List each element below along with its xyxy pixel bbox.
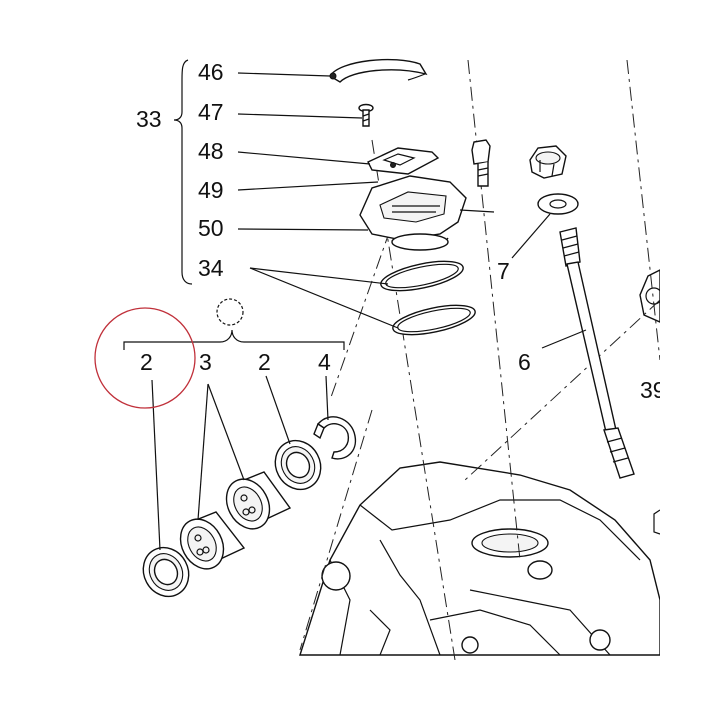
- leader-lines: [151, 72, 587, 551]
- group-33-brace: [173, 59, 193, 285]
- kit-1-bracket: [123, 329, 345, 350]
- part-47-screw: [358, 103, 374, 127]
- bottom-margin: [0, 660, 720, 720]
- crankcase-housing: [299, 461, 661, 656]
- callout-47: 47: [198, 99, 224, 125]
- callout-33: 33: [136, 106, 162, 132]
- callout-46: 46: [198, 59, 224, 85]
- callout-48: 48: [198, 138, 224, 164]
- right-margin: [660, 0, 720, 720]
- nut: [529, 145, 567, 179]
- highlight-circle: [94, 307, 196, 409]
- part-48-plate: [367, 147, 440, 175]
- part-3-bearing-left: [179, 511, 246, 570]
- part-6-stud: [559, 227, 635, 479]
- circled-kit-number: [216, 298, 244, 326]
- part-4-circlip: [313, 416, 357, 460]
- part-3-bearing-right: [225, 471, 292, 530]
- part-49-50-sensor-assembly: [359, 175, 495, 251]
- callout-7: 7: [497, 258, 510, 284]
- callout-34: 34: [198, 255, 224, 281]
- part-34-o-rings: [380, 260, 476, 336]
- part-46-circlip: [329, 58, 428, 83]
- part-7-washer: [537, 193, 579, 215]
- callout-4: 4: [318, 349, 331, 375]
- callout-labels: 46 47 48 49 50 34 33 7 6 39 2 3 2 4: [136, 59, 666, 403]
- part-2-seal-right: [274, 439, 322, 491]
- callout-50: 50: [198, 215, 224, 241]
- bolt: [471, 139, 491, 187]
- callout-2-right: 2: [258, 349, 271, 375]
- callout-49: 49: [198, 177, 224, 203]
- callout-2-left: 2: [140, 349, 153, 375]
- part-2-seal-left: [142, 546, 190, 598]
- callout-6: 6: [518, 349, 531, 375]
- callout-3: 3: [199, 349, 212, 375]
